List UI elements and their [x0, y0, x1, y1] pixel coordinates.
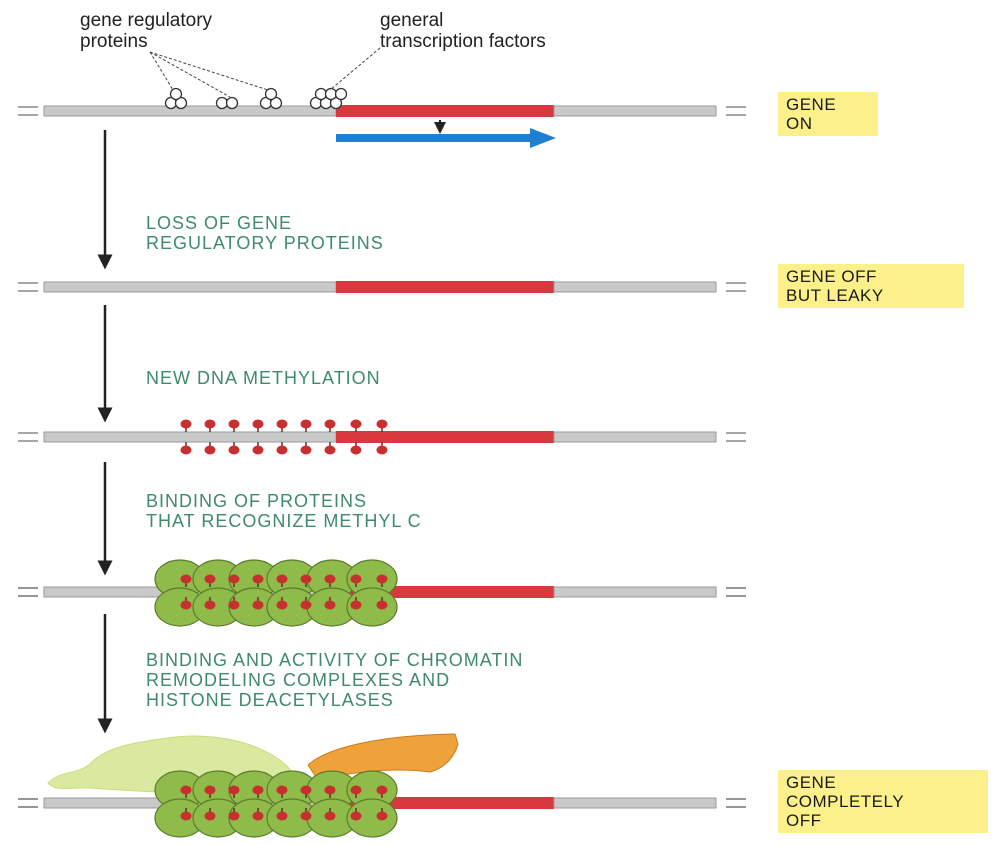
methyl-group: [300, 419, 312, 429]
dna-strand-3: [18, 431, 746, 443]
label-leader-line: [149, 51, 269, 91]
methyl-group: [276, 600, 288, 610]
rna-transcript-arrow: [336, 128, 556, 148]
state-gene-on: GENE ON: [778, 92, 878, 136]
methyl-group: [350, 419, 362, 429]
methyl-group: [276, 785, 288, 795]
methyl-group: [180, 445, 192, 455]
methyl-group: [204, 811, 216, 821]
dna-strand-2: [18, 281, 746, 293]
methyl-group: [276, 811, 288, 821]
methyl-group: [180, 785, 192, 795]
methyl-group: [252, 785, 264, 795]
dna-strand-1: [18, 105, 746, 117]
methyl-group: [300, 574, 312, 584]
methyl-group: [228, 811, 240, 821]
dna-downstream: [553, 797, 717, 809]
step-loss-of-regulatory-proteins: LOSS OF GENE REGULATORY PROTEINS: [146, 213, 384, 253]
methyl-group: [376, 600, 388, 610]
methyl-group: [228, 419, 240, 429]
dna-downstream: [553, 105, 717, 117]
step-new-dna-methylation: NEW DNA METHYLATION: [146, 368, 381, 388]
methyl-group: [204, 574, 216, 584]
gene-regulatory-proteins-label: gene regulatory proteins: [80, 10, 213, 52]
methyl-group: [350, 785, 362, 795]
label-leader-line: [329, 47, 381, 91]
methyl-group: [252, 811, 264, 821]
step-chromatin-remodeling: BINDING AND ACTIVITY OF CHROMATIN REMODE…: [146, 650, 524, 710]
regulatory-protein: [225, 96, 239, 110]
state-gene-off-but-leaky: GENE OFF BUT LEAKY: [778, 264, 964, 308]
dna-downstream: [553, 431, 717, 443]
methyl-group: [324, 811, 336, 821]
methyl-group: [376, 574, 388, 584]
methyl-group: [228, 785, 240, 795]
general-transcription-factors-label: general transcription factors: [380, 10, 546, 52]
methyl-group: [350, 445, 362, 455]
methyl-group: [376, 445, 388, 455]
methyl-group: [204, 600, 216, 610]
methyl-group: [350, 574, 362, 584]
methyl-group: [180, 811, 192, 821]
methyl-group: [276, 574, 288, 584]
dna-upstream: [43, 105, 337, 117]
methyl-group: [252, 574, 264, 584]
gene-coding-region: [336, 105, 554, 117]
methyl-group: [180, 600, 192, 610]
methyl-group: [300, 785, 312, 795]
methyl-group: [300, 811, 312, 821]
step-binding-methyl-c-proteins: BINDING OF PROTEINS THAT RECOGNIZE METHY…: [146, 491, 422, 531]
state-gene-completely-off: GENE COMPLETELY OFF: [778, 770, 988, 833]
methyl-group: [350, 600, 362, 610]
methyl-group: [228, 445, 240, 455]
methyl-group: [252, 419, 264, 429]
regulatory-protein: [264, 87, 278, 101]
methyl-group: [376, 785, 388, 795]
methyl-group: [350, 811, 362, 821]
methyl-group: [252, 600, 264, 610]
methyl-group: [180, 574, 192, 584]
methyl-binding-protein: [346, 587, 398, 627]
methyl-group: [376, 419, 388, 429]
label-leader-line: [149, 51, 231, 98]
methyl-group: [324, 419, 336, 429]
methyl-group: [324, 600, 336, 610]
methyl-group: [324, 445, 336, 455]
dna-upstream: [43, 431, 337, 443]
gene-coding-region: [336, 431, 554, 443]
methyl-group: [228, 574, 240, 584]
gene-coding-region: [336, 281, 554, 293]
transcription-factor: [334, 87, 348, 101]
methyl-group: [228, 600, 240, 610]
methyl-group: [300, 600, 312, 610]
methyl-group: [204, 419, 216, 429]
methyl-group: [324, 785, 336, 795]
label-leader-line: [149, 51, 174, 91]
dna-downstream: [553, 586, 717, 598]
regulatory-protein: [169, 87, 183, 101]
methyl-group: [204, 785, 216, 795]
dna-downstream: [553, 281, 717, 293]
methyl-group: [376, 811, 388, 821]
methyl-group: [300, 445, 312, 455]
methyl-group: [204, 445, 216, 455]
histone: [346, 798, 398, 838]
methyl-group: [276, 445, 288, 455]
methyl-group: [276, 419, 288, 429]
dna-upstream: [43, 281, 337, 293]
methyl-group: [324, 574, 336, 584]
methyl-group: [252, 445, 264, 455]
methyl-group: [180, 419, 192, 429]
